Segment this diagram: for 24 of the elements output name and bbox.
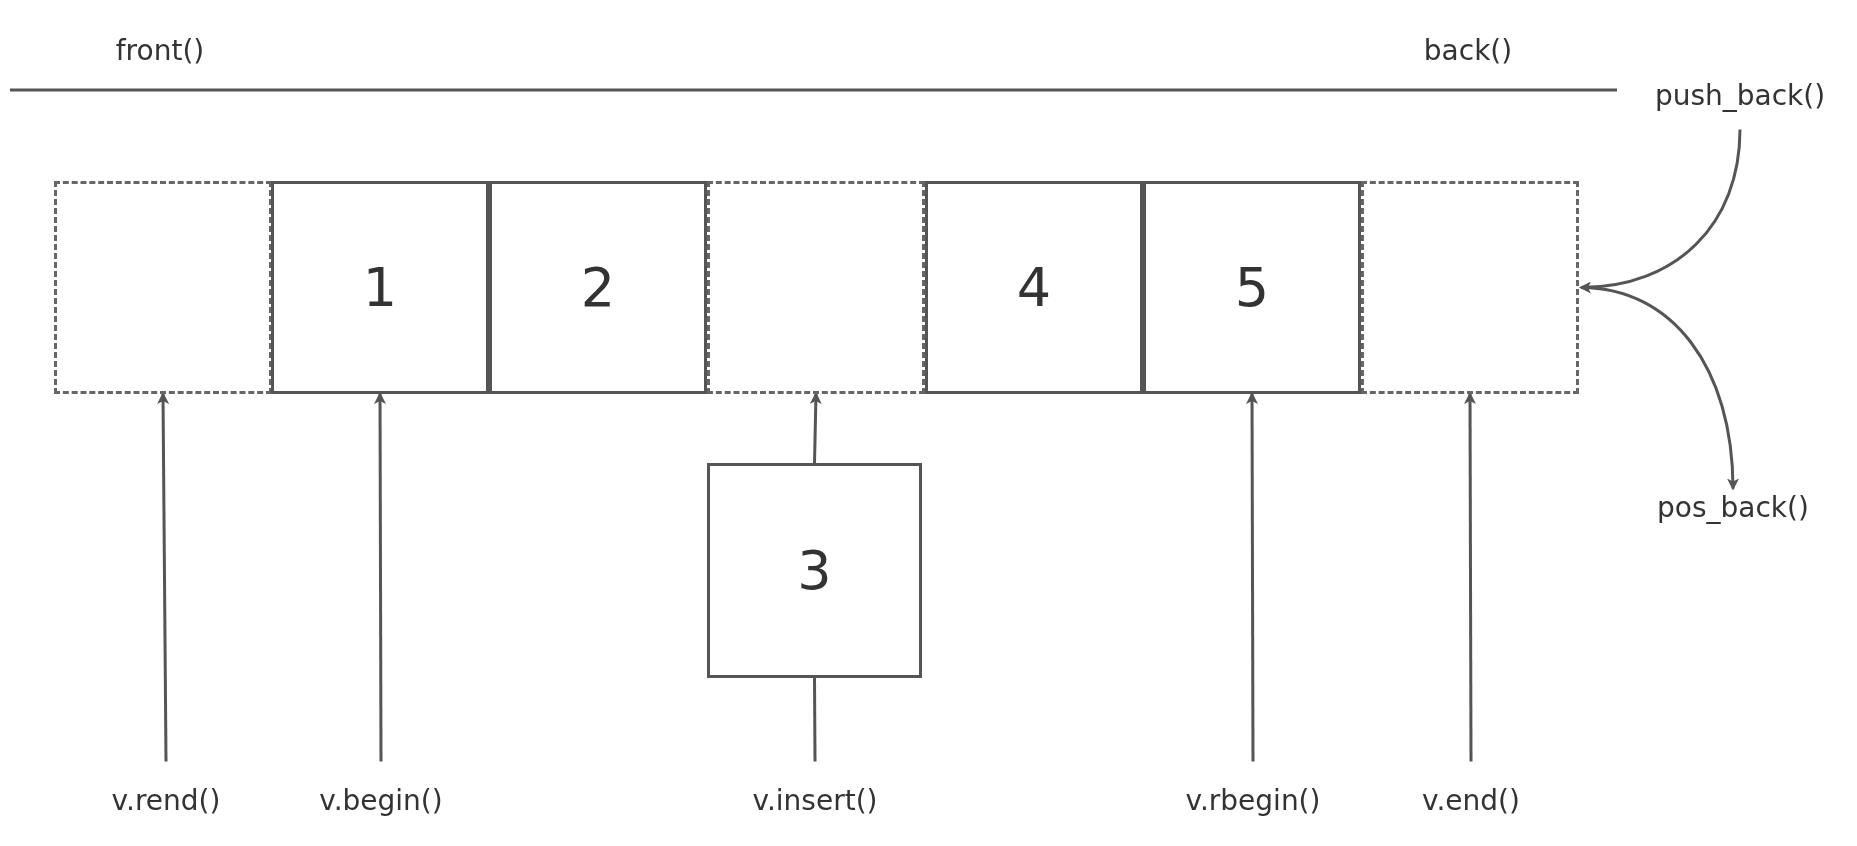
value-cell: 1 (271, 181, 489, 394)
function-label: v.end() (1422, 783, 1520, 817)
empty-cell (707, 181, 925, 394)
function-label: v.rend() (111, 783, 221, 817)
function-label: pos_back() (1657, 490, 1809, 524)
arrow (374, 392, 387, 762)
empty-cell (1361, 181, 1579, 394)
value-cell: 5 (1143, 181, 1361, 394)
value-cell: 3 (707, 463, 922, 678)
arrow (809, 392, 822, 464)
value-cell: 4 (925, 181, 1143, 394)
arrow (1246, 392, 1259, 762)
empty-cell (54, 181, 272, 394)
function-label: front() (115, 33, 205, 67)
function-label: back() (1423, 33, 1513, 67)
value-cell: 2 (489, 181, 707, 394)
function-label: v.begin() (319, 783, 443, 817)
function-label: v.insert() (752, 783, 878, 817)
arrow (1579, 129, 1742, 293)
function-label: push_back() (1654, 78, 1826, 112)
arrow (1580, 286, 1739, 491)
function-label: v.rbegin() (1185, 783, 1321, 817)
arrow (157, 392, 170, 762)
arrow (1464, 392, 1477, 762)
